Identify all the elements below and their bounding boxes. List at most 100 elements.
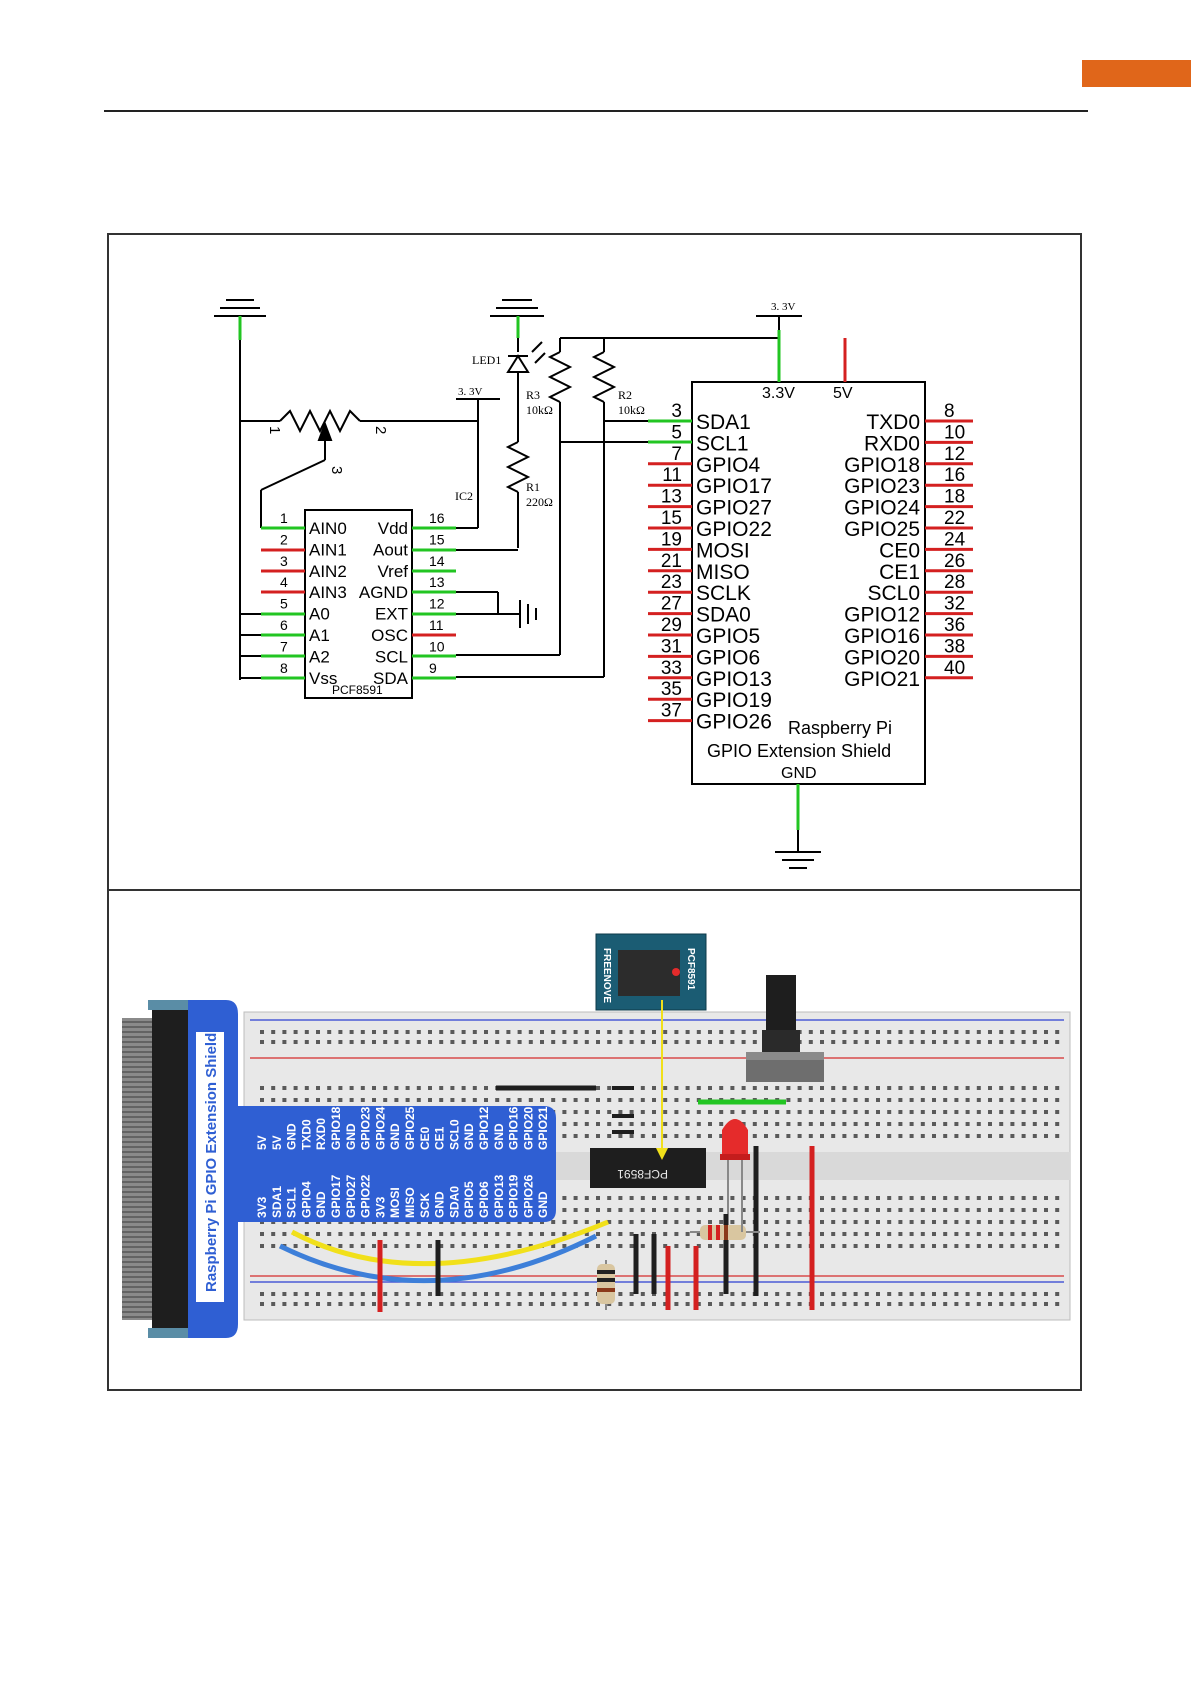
shield-pin-label: MOSI [696, 539, 750, 562]
shield-pin-label: GPIO25 [844, 518, 920, 541]
pcf8591-pin-label: Vdd [378, 519, 408, 538]
shield-pin-number: 37 [661, 701, 682, 722]
pcf8591-pin-number: 2 [280, 531, 288, 547]
shield-pin-number: 27 [661, 594, 682, 615]
figure-divider [107, 889, 1082, 891]
shield-pin-number: 3 [671, 401, 682, 422]
shield-pin-label: GPIO17 [696, 475, 772, 498]
shield-pin-number: 32 [944, 594, 965, 615]
pcf8591-pin-label: AIN2 [309, 562, 347, 581]
pcf8591-pin-label: Vref [377, 562, 408, 581]
shield-pin-label: GPIO18 [844, 454, 920, 477]
pcf8591-pin-label: A0 [309, 605, 330, 624]
pcf8591-pin-label: A2 [309, 647, 330, 666]
shield-pin-number: 22 [944, 508, 965, 529]
pcf8591-pin-number: 8 [280, 660, 288, 676]
circuit-schematic: 3. 3V 3. 3V LED1 R3 10kΩ R2 10kΩ R1 220Ω… [214, 299, 973, 869]
r2-name: R2 [618, 388, 632, 402]
shield-pin-number: 26 [944, 551, 965, 572]
shield-pin-label: SCL0 [867, 582, 920, 605]
shield-pin-label: GPIO6 [696, 646, 760, 669]
shield-pin-number: 21 [661, 551, 682, 572]
shield-pin-number: 15 [661, 508, 682, 529]
led-label: LED1 [472, 353, 501, 367]
shield-pin-number: 16 [944, 465, 965, 486]
shield-pin-label: GPIO22 [696, 518, 772, 541]
r1-name: R1 [526, 480, 540, 494]
pcf8591-pin-number: 6 [280, 617, 288, 633]
shield-pin-number: 40 [944, 658, 965, 679]
shield-pin-number: 8 [944, 401, 955, 422]
shield-title-line1: Raspberry Pi [788, 718, 892, 738]
shield-pin-number: 5 [671, 422, 682, 443]
shield-pin-number: 7 [671, 444, 682, 465]
pcf8591-pin-label: A1 [309, 626, 330, 645]
shield-pin-number: 11 [662, 465, 682, 486]
ic-label: IC2 [455, 489, 473, 503]
shield-pin-number: 38 [944, 636, 965, 657]
pcf8591-pin-label: AGND [359, 583, 408, 602]
pcf8591-pin-label: EXT [375, 605, 408, 624]
pcf8591-pin-number: 16 [429, 510, 445, 526]
pcf8591-pin-number: 5 [280, 596, 288, 612]
r3-value: 10kΩ [526, 403, 553, 417]
pot-pin-3: 3 [328, 466, 345, 474]
shield-pin-number: 28 [944, 572, 965, 593]
shield-3v3-label: 3.3V [762, 385, 795, 402]
pcf8591-pin-number: 11 [429, 617, 444, 633]
pcf8591-pin-number: 3 [280, 553, 288, 569]
pcf8591-pin-number: 12 [429, 596, 445, 612]
shield-pin-label: GPIO5 [696, 625, 760, 648]
shield-pin-label: MISO [696, 561, 750, 584]
pcf8591-pin-label: AIN1 [309, 540, 347, 559]
shield-pin-number: 29 [661, 615, 682, 636]
shield-pin-label: RXD0 [864, 432, 920, 455]
shield-pin-number: 35 [661, 679, 682, 700]
r1-value: 220Ω [526, 495, 553, 509]
pcf8591-pin-label: AIN3 [309, 583, 347, 602]
shield-pin-number: 13 [661, 487, 682, 508]
pcf8591-pin-number: 9 [429, 660, 437, 676]
shield-pin-number: 36 [944, 615, 965, 636]
shield-pin-number: 10 [944, 422, 965, 443]
page-corner-tab [1082, 60, 1191, 87]
shield-pin-label: CE1 [879, 561, 920, 584]
pcf8591-pin-number: 15 [429, 531, 445, 547]
pcf8591-pin-number: 13 [429, 574, 445, 590]
shield-pin-label: GPIO13 [696, 668, 772, 691]
pcf8591-pin-label: SCL [375, 647, 408, 666]
shield-pin-label: CE0 [879, 539, 920, 562]
pcf8591-pin-number: 14 [429, 553, 445, 569]
shield-pin-label: GPIO24 [844, 497, 920, 520]
shield-pin-label: GPIO19 [696, 689, 772, 712]
shield-pin-label: GPIO4 [696, 454, 761, 477]
header-rule [104, 110, 1088, 112]
shield-title-line2: GPIO Extension Shield [707, 741, 891, 761]
shield-pin-label: GPIO12 [844, 604, 920, 627]
pcf8591-pin-label: Aout [373, 540, 408, 559]
pcf8591-pin-label: OSC [371, 626, 408, 645]
pot-pin-1: 1 [266, 426, 283, 434]
shield-5v-label: 5V [833, 385, 853, 402]
shield-pin-number: 31 [661, 636, 682, 657]
pcf8591-pin-number: 4 [280, 574, 288, 590]
pcf8591-pin-number: 1 [280, 510, 288, 526]
shield-pin-number: 24 [944, 529, 966, 550]
shield-pin-number: 18 [944, 487, 965, 508]
power-label-top: 3. 3V [771, 301, 796, 313]
pcf8591-pin-label: SDA [373, 669, 409, 688]
shield-pin-label: TXD0 [866, 411, 920, 434]
pcf8591-right-pins: 16Vdd15Aout14Vref13AGND12EXT11OSC10SCL9S… [359, 510, 445, 688]
shield-pin-label: SCLK [696, 582, 751, 605]
shield-pin-label: GPIO21 [844, 668, 920, 691]
pot-pin-2: 2 [372, 426, 389, 434]
shield-pin-number: 19 [661, 529, 682, 550]
power-label-mid: 3. 3V [458, 386, 483, 398]
shield-pin-label: GPIO26 [696, 711, 772, 734]
pcf8591-pin-label: Vss [309, 669, 337, 688]
figure-frame [107, 233, 1082, 1391]
shield-pin-label: SCL1 [696, 432, 749, 455]
pcf8591-pin-label: AIN0 [309, 519, 347, 538]
